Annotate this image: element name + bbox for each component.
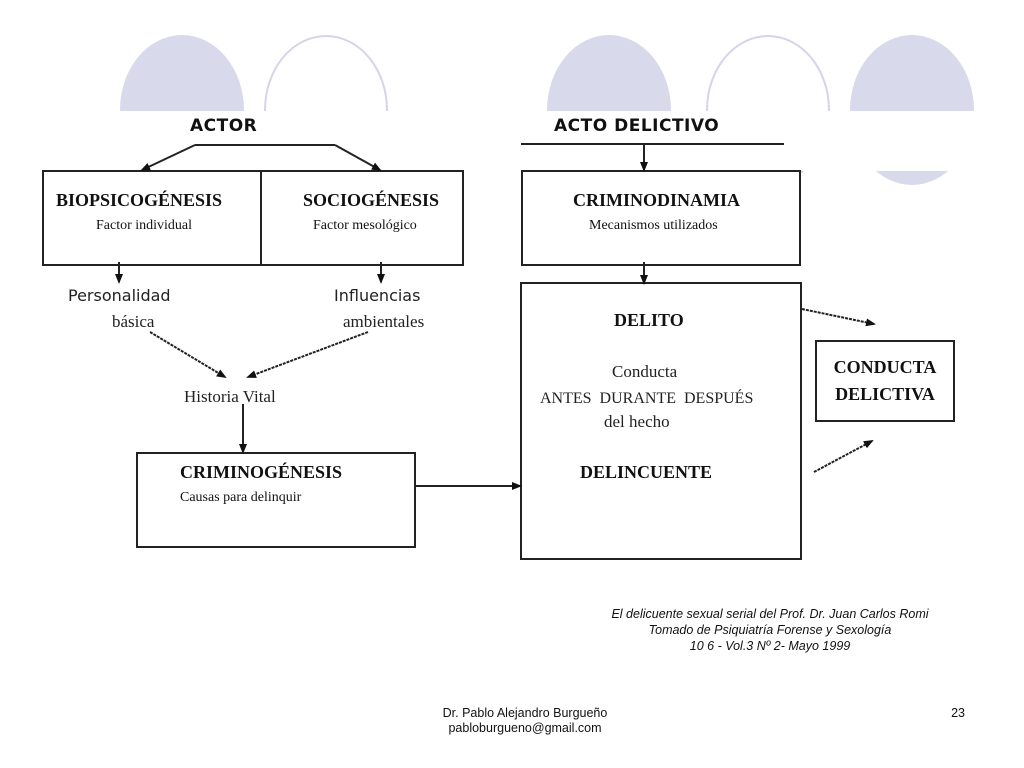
sociogenesis-box [260,170,464,266]
criminodinamia-title: CRIMINODINAMIA [573,190,740,210]
criminodinamia-box [521,170,801,266]
arrow-delito-to-conducta [801,308,876,327]
personalidad-label-line2: básica [112,312,155,331]
citation: El delicuente sexual serial del Prof. Dr… [560,606,980,654]
delito-title: DELITO [614,310,684,330]
arrow-influencias-to-historia [246,331,369,378]
criminogenesis-title: CRIMINOGÉNESIS [180,462,343,482]
arrow-delincuente-to-conducta [813,440,874,473]
delito-del-hecho: del hecho [604,412,670,431]
delito-conducta: Conducta [612,362,678,381]
biopsicogenesis-title: BIOPSICOGÉNESIS [56,190,223,210]
decor-mask [0,111,1024,171]
historia-vital-label: Historia Vital [184,387,276,406]
delito-box [520,282,802,560]
personalidad-label-line1: Personalidad [68,286,171,305]
citation-line3: 10 6 - Vol.3 Nº 2- Mayo 1999 [689,639,851,653]
criminogenesis-subtitle: Causas para delinquir [180,490,302,505]
citation-line2: Tomado de Psiquiatría Forense y Sexologí… [648,623,892,637]
actor-heading: ACTOR [190,116,258,136]
footer-email: pabloburgueno@gmail.com [448,721,602,735]
sociogenesis-title: SOCIOGÉNESIS [303,190,440,210]
influencias-label-line1: Influencias [334,286,421,305]
footer: Dr. Pablo Alejandro Burgueño pabloburgue… [380,706,670,736]
criminogenesis-box [136,452,416,548]
biopsicogenesis-subtitle: Factor individual [96,218,193,233]
conducta-delictiva-line1: CONDUCTA [833,357,937,377]
citation-line1: El delicuente sexual serial del Prof. Dr… [611,607,929,621]
page-number: 23 [951,706,965,720]
criminodinamia-subtitle: Mecanismos utilizados [589,218,718,233]
arrow-personalidad-to-historia [149,331,227,379]
delito-phases: ANTES DURANTE DESPUÉS [540,390,754,407]
biopsicogenesis-box [42,170,262,266]
delincuente-title: DELINCUENTE [580,462,713,482]
conducta-delictiva-box [815,340,955,422]
influencias-label-line2: ambientales [343,312,425,331]
footer-author: Dr. Pablo Alejandro Burgueño [442,706,608,720]
conducta-delictiva-line2: DELICTIVA [835,384,935,404]
sociogenesis-subtitle: Factor mesológico [313,218,417,233]
acto-delictivo-heading: ACTO DELICTIVO [554,116,720,136]
